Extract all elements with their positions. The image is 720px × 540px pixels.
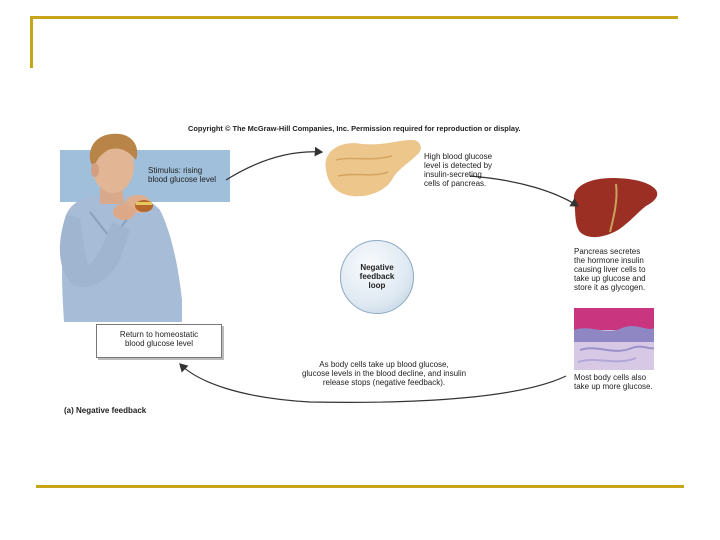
arrow-decline-to-homeostasis (179, 363, 567, 403)
slide-frame-left (30, 16, 33, 68)
glucose-decline-label: As body cells take up blood glucose, glu… (301, 360, 467, 387)
liver-illustration (573, 178, 658, 238)
copyright-notice: Copyright © The McGraw-Hill Companies, I… (188, 124, 521, 133)
detection-label: High blood glucose level is detected by … (424, 152, 493, 188)
slide-frame-top (30, 16, 678, 19)
homeostasis-box: Return to homeostatic blood glucose leve… (96, 324, 222, 358)
stimulus-label: Stimulus: rising blood glucose level (148, 166, 217, 184)
person-eating-illustration (59, 133, 182, 322)
figure-caption: (a) Negative feedback (64, 406, 147, 415)
body-cells-illustration (574, 308, 655, 370)
arrow-pancreas-to-liver (469, 175, 580, 207)
slide-frame-bottom (36, 485, 684, 488)
arrow-stimulus-to-pancreas (225, 146, 324, 181)
homeostasis-label: Return to homeostatic blood glucose leve… (119, 330, 199, 348)
feedback-loop-label: Negative feedback loop (359, 263, 395, 290)
insulin-response-label: Pancreas secretes the hormone insulin ca… (574, 247, 646, 292)
stimulus-background (60, 150, 230, 202)
feedback-loop-circle: Negative feedback loop (340, 240, 414, 314)
body-cells-label: Most body cells also take up more glucos… (574, 373, 653, 391)
pancreas-illustration (325, 140, 421, 197)
